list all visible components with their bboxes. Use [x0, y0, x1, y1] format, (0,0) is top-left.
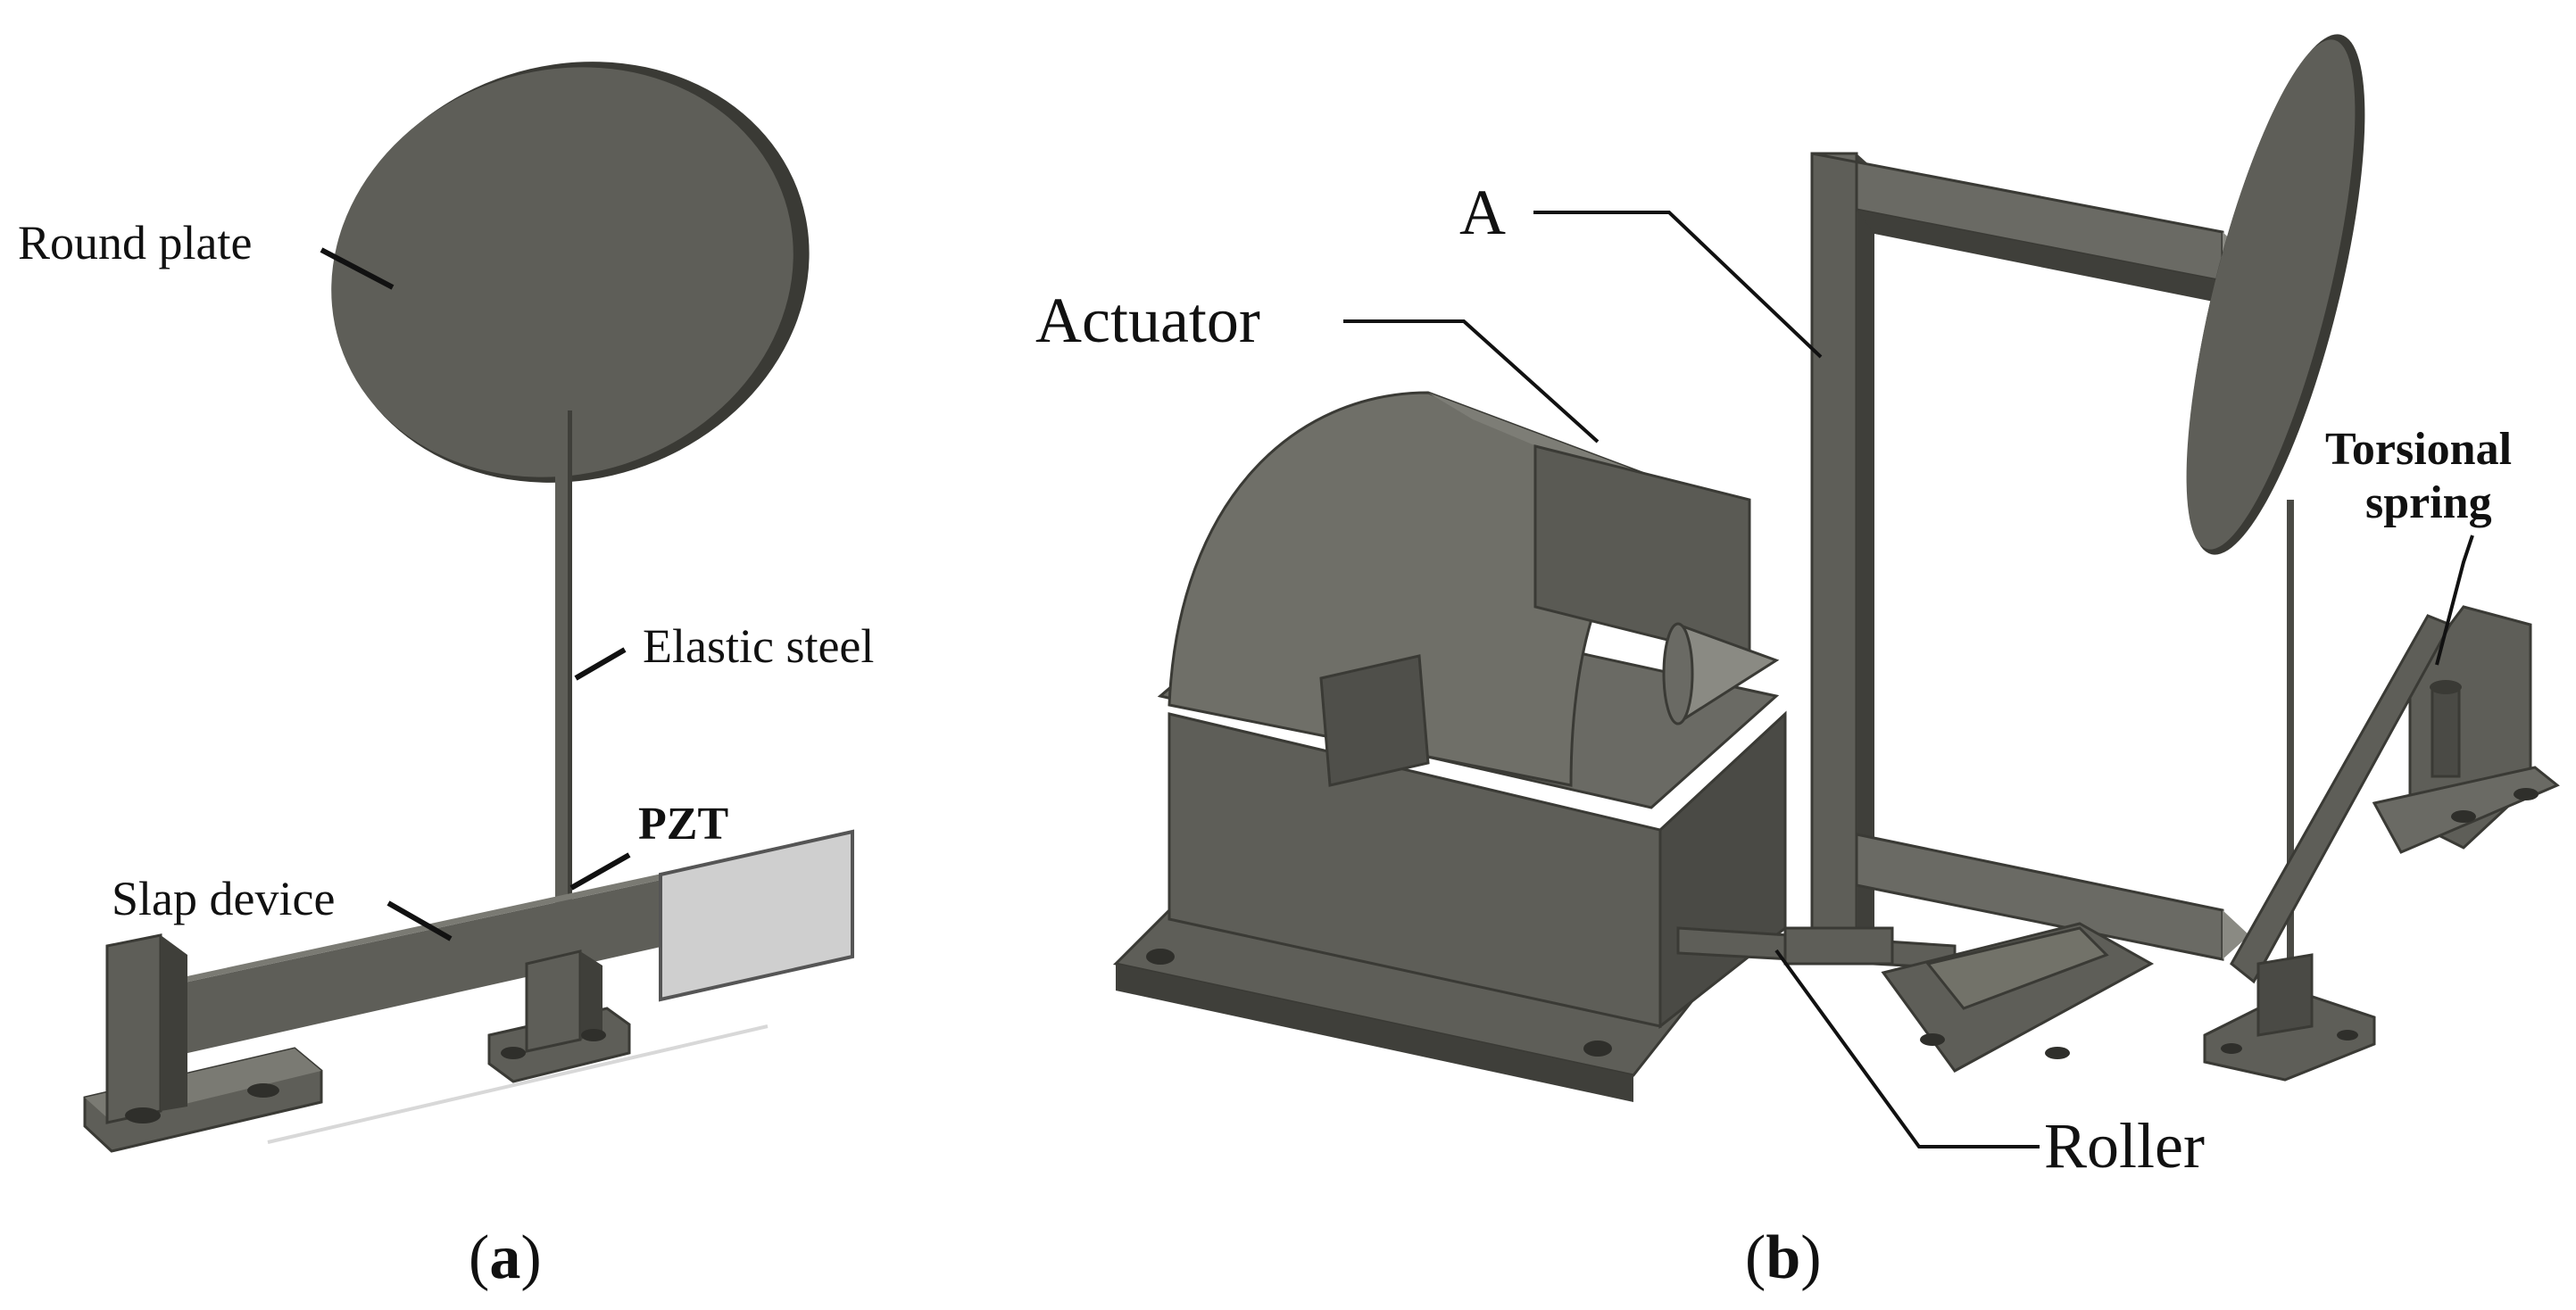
- leader-torsional-spring: [2435, 535, 2474, 666]
- leader-a: [1533, 211, 1823, 359]
- actuator-cylinder: [1168, 391, 1751, 787]
- leader-pzt: [569, 852, 631, 891]
- panel-b: A Actuator Torsional spring Roller (b): [1035, 34, 2560, 1292]
- leader-roller: [1774, 949, 2040, 1148]
- label-spring: spring: [2365, 477, 2492, 528]
- round-plate: [331, 62, 810, 483]
- round-plate-b: [2186, 34, 2365, 555]
- leader-actuator: [1343, 319, 1600, 444]
- leader-round-plate: [320, 247, 395, 290]
- torsional-bracket: [2230, 605, 2560, 984]
- elastic-rod-b: [2287, 500, 2294, 999]
- roller-carriage: [1783, 922, 2155, 1073]
- label-round-plate: Round plate: [18, 216, 252, 269]
- lower-bracket: [2203, 953, 2376, 1082]
- label-actuator: Actuator: [1035, 285, 1260, 356]
- caption-b: (b): [1745, 1223, 1822, 1292]
- elastic-steel-rod: [555, 410, 572, 910]
- frame-a: [1810, 152, 2249, 961]
- label-elastic-steel: Elastic steel: [643, 619, 874, 673]
- caption-a: (a): [469, 1223, 542, 1292]
- pzt-plate: [659, 829, 854, 1002]
- panel-a: Round plate Elastic steel PZT Slap devic…: [18, 62, 874, 1292]
- floor-line-a: [267, 1024, 769, 1144]
- left-support: [83, 933, 323, 1153]
- leader-slap-device: [386, 900, 453, 941]
- label-torsional: Torsional: [2325, 424, 2512, 475]
- label-slap-device: Slap device: [112, 872, 335, 925]
- label-pzt: PZT: [638, 799, 728, 850]
- leader-elastic-steel: [574, 647, 627, 681]
- label-roller: Roller: [2044, 1110, 2205, 1181]
- middle-support: [487, 949, 631, 1083]
- label-a: A: [1459, 177, 1506, 248]
- actuator-cone: [1662, 622, 1780, 725]
